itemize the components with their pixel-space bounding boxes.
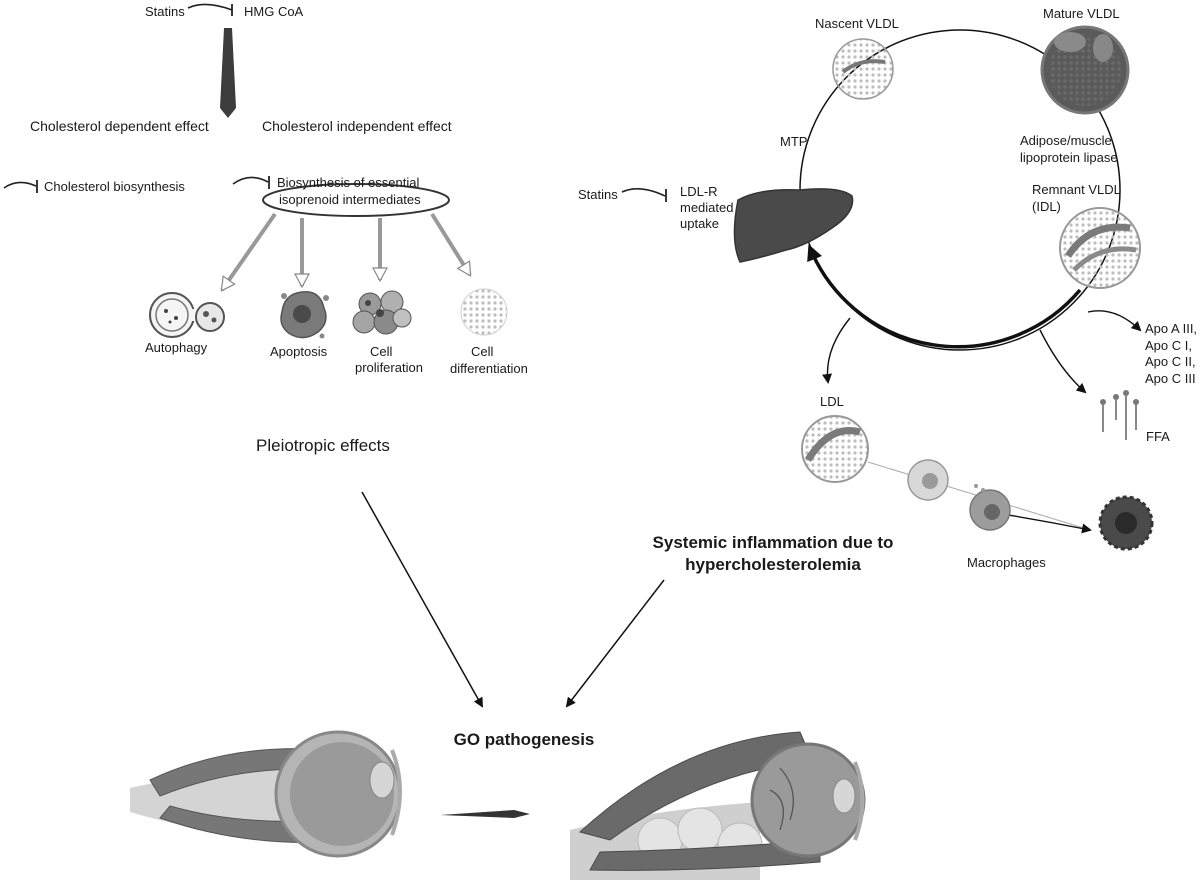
arrow-inflammation-to-go — [565, 579, 665, 708]
lipase-label-line2: lipoprotein lipase — [1020, 150, 1118, 165]
differentiation-label-line1: Cell — [471, 344, 494, 359]
statins-label-top: Statins — [145, 4, 185, 19]
lipase-label-line1: Adipose/muscle — [1020, 133, 1112, 148]
differentiation-label-line2: differentiation — [450, 361, 528, 376]
arrow-to-differentiation — [430, 212, 472, 277]
macrophages-label: Macrophages — [967, 555, 1046, 570]
normal-orbit-illustration — [130, 730, 402, 858]
proliferation-label-line1: Cell — [370, 344, 393, 359]
lipoprotein-cycle: Nascent VLDL Mature VLDL MTP Adipose/mus… — [578, 6, 1197, 570]
macrophage-icon-1 — [907, 459, 949, 501]
down-arrow — [220, 28, 236, 118]
apoptosis-icon — [280, 291, 329, 339]
ldl-to-macrophage-line — [867, 461, 1091, 531]
remnant-vldl-label-line1: Remnant VLDL — [1032, 182, 1121, 197]
isoprenoid-label-line2: isoprenoid intermediates — [279, 192, 421, 207]
arrow-pleiotropic-to-go — [361, 491, 483, 708]
ldl-label: LDL — [820, 394, 844, 409]
go-pathogenesis-label: GO pathogenesis — [454, 730, 595, 749]
apo-label-line4: Apo C III — [1145, 371, 1196, 386]
ldlr-label-line2: mediated — [680, 200, 733, 215]
cycle-return-arrow — [807, 244, 1082, 349]
ldlr-label-line1: LDL-R — [680, 184, 718, 199]
apo-label-line3: Apo C II, — [1145, 354, 1196, 369]
pleiotropic-effects-label: Pleiotropic effects — [256, 436, 390, 455]
autophagy-label: Autophagy — [145, 340, 208, 355]
retinal-vessels — [769, 767, 794, 831]
arrow-to-ldl — [822, 317, 851, 384]
apo-label-line1: Apo A III, — [1145, 321, 1197, 336]
cornea — [853, 761, 865, 841]
isoprenoid-label-line1: Biosynthesis of essential — [277, 175, 419, 190]
progression-arrow — [440, 810, 530, 818]
cell-differentiation-icon — [460, 288, 508, 336]
mature-vldl-label: Mature VLDL — [1043, 6, 1120, 21]
remnant-vldl-particle — [1059, 207, 1141, 289]
inhibition-arc — [3, 181, 37, 189]
autophagy-icon — [149, 292, 225, 338]
isoprenoid-ellipse — [262, 183, 450, 217]
lens — [832, 778, 856, 814]
nascent-vldl-label: Nascent VLDL — [815, 16, 899, 31]
inflammation-label-line1: Systemic inflammation due to — [653, 533, 894, 552]
statin-pathway: Statins HMG CoA Cholesterol dependent ef… — [3, 3, 528, 455]
arrow-to-autophagy — [220, 212, 277, 292]
ffa-label: FFA — [1146, 429, 1170, 444]
mature-vldl-particle — [1040, 25, 1130, 115]
cornea — [390, 749, 402, 836]
inflammation-label-line2: hypercholesterolemia — [685, 555, 861, 574]
arrow-to-ffa — [1039, 329, 1087, 394]
nascent-vldl-particle — [832, 38, 894, 100]
dependent-effect-label: Cholesterol dependent effect — [30, 118, 209, 134]
cholesterol-biosynthesis-label: Cholesterol biosynthesis — [44, 179, 185, 194]
macrophage-icon-2 — [969, 484, 1011, 531]
foam-cell-icon — [1098, 495, 1154, 551]
arrow-to-apo — [1087, 310, 1142, 332]
liver-icon — [733, 188, 854, 263]
convergence: Systemic inflammation due to hypercholes… — [361, 491, 894, 749]
inhibition-arc — [187, 3, 233, 11]
remnant-vldl-label-line2: (IDL) — [1032, 199, 1061, 214]
inhibition-arc — [621, 188, 666, 197]
go-orbit-illustration — [570, 731, 866, 880]
proliferation-label-line2: proliferation — [355, 360, 423, 375]
mtp-label: MTP — [780, 134, 807, 149]
inhibition-arc — [232, 176, 269, 185]
statins-label-right: Statins — [578, 187, 618, 202]
apoptosis-label: Apoptosis — [270, 344, 328, 359]
vitreous — [290, 742, 394, 846]
independent-effect-label: Cholesterol independent effect — [262, 118, 452, 134]
hmg-coa-label: HMG CoA — [244, 4, 304, 19]
cell-proliferation-icon — [352, 290, 412, 335]
fat-lobule — [677, 807, 723, 853]
ldl-particle — [801, 415, 869, 483]
lens — [369, 761, 395, 799]
apo-label-line2: Apo C I, — [1145, 338, 1192, 353]
ldlr-label-line3: uptake — [680, 216, 719, 231]
ffa-icon — [1100, 390, 1139, 440]
